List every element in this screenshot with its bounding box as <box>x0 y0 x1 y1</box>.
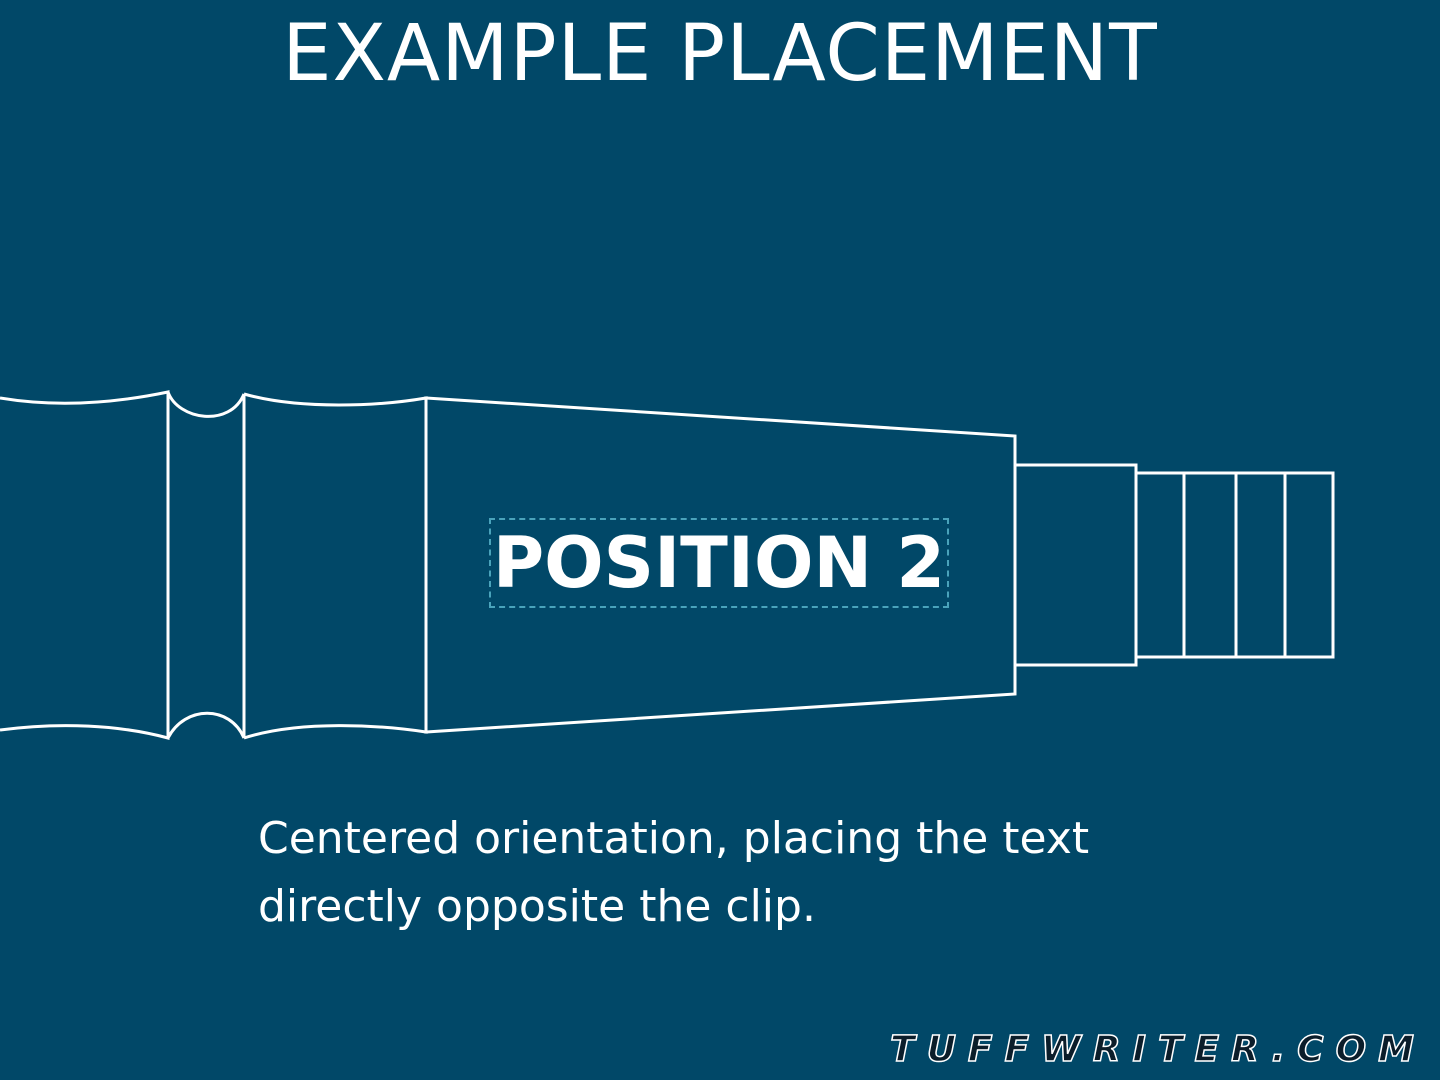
pen-tip-collar <box>1013 463 1138 667</box>
website-watermark: TUFFWRITER.COM <box>889 1028 1426 1071</box>
caption-text: Centered orientation, placing the text d… <box>258 813 1090 932</box>
page-title: EXAMPLE PLACEMENT <box>282 9 1158 99</box>
position-label-box: POSITION 2 <box>489 518 949 608</box>
pen-grip-groove <box>166 391 246 739</box>
pen-barrel-right <box>243 392 428 740</box>
position-label: POSITION 2 <box>492 522 946 604</box>
pen-tapered-section <box>424 396 1017 734</box>
pen-barrel-left <box>0 390 170 740</box>
